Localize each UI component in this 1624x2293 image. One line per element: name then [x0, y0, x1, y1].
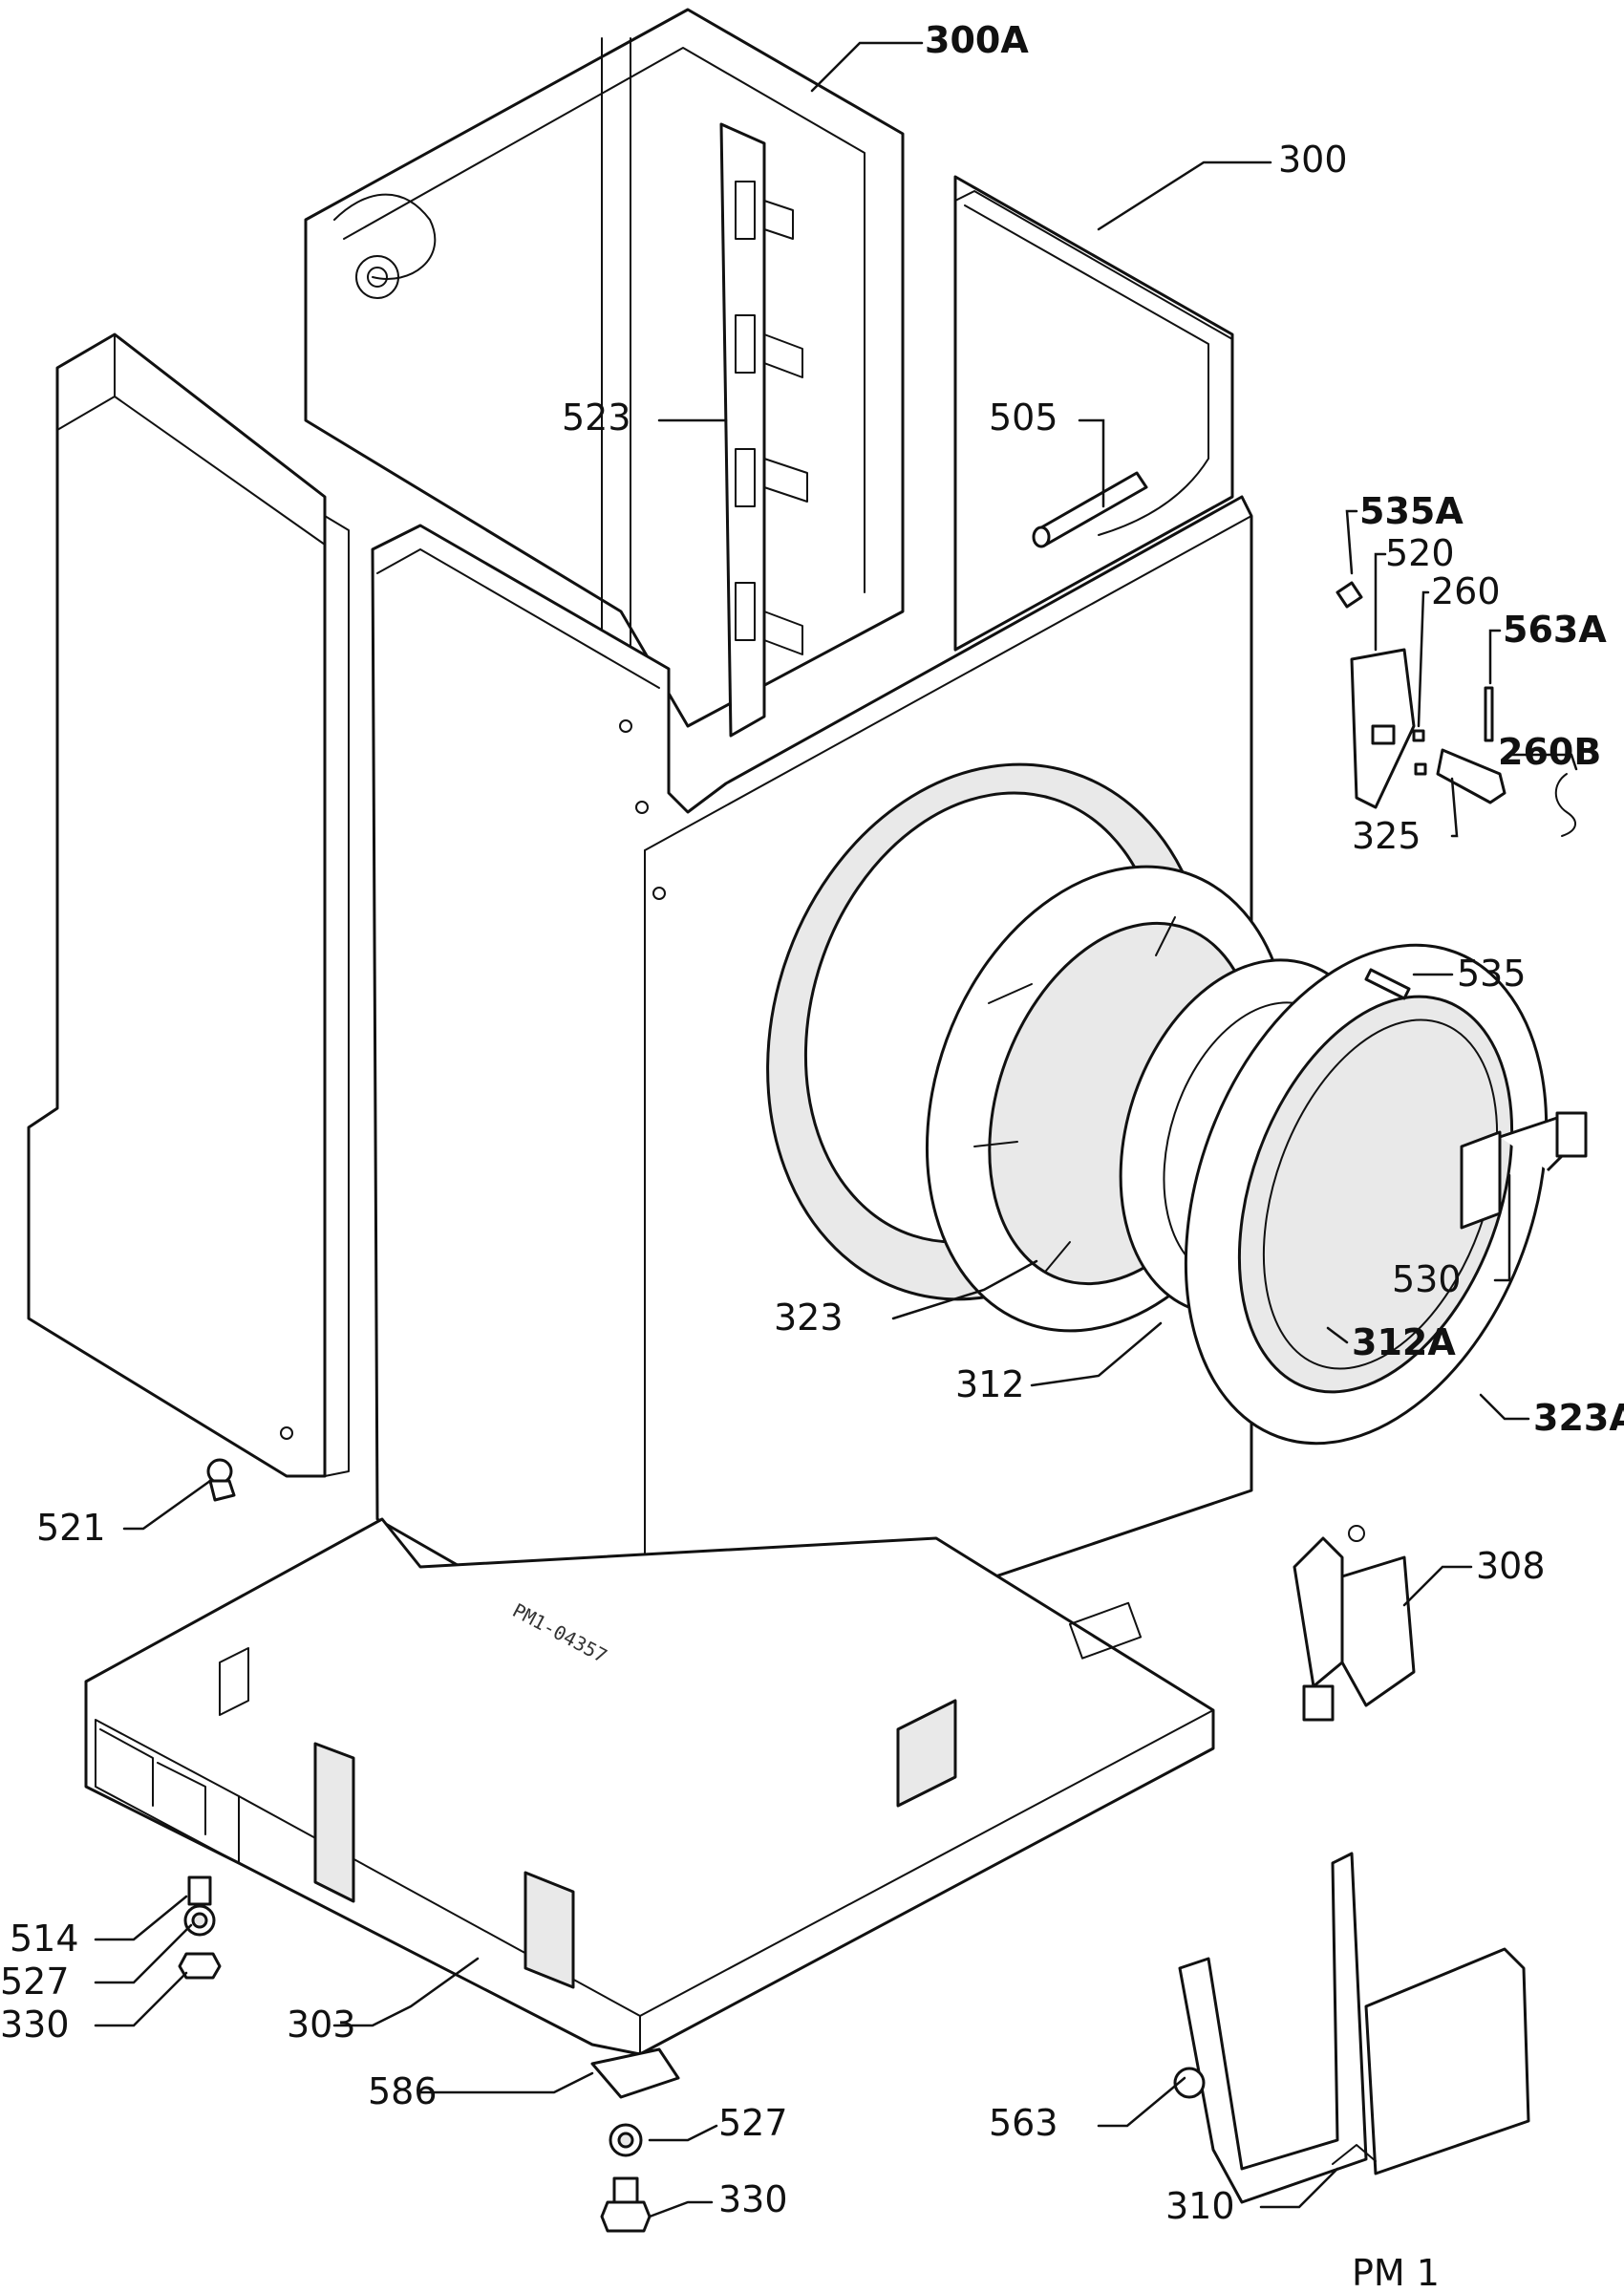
label-323: 323 [774, 1297, 844, 1339]
label-530: 530 [1392, 1258, 1462, 1300]
label-308: 308 [1476, 1545, 1546, 1587]
page-code: PM 1 [1352, 2252, 1440, 2293]
label-300a: 300A [925, 19, 1029, 61]
label-312: 312 [955, 1363, 1025, 1405]
door-handle-530 [1460, 1111, 1588, 1230]
label-300: 300 [1278, 139, 1348, 181]
label-260: 260 [1431, 570, 1501, 612]
label-514: 514 [10, 1918, 79, 1960]
label-521: 521 [36, 1507, 106, 1549]
front-left-foot [178, 1875, 222, 1980]
label-523: 523 [562, 396, 631, 439]
part-labels: 300A 300 523 505 535A 520 260 563A 260B … [0, 19, 1624, 2293]
label-586: 586 [368, 2070, 438, 2112]
label-310: 310 [1165, 2185, 1235, 2227]
leader-lines [94, 41, 1578, 2218]
left-side-panel [27, 332, 350, 1478]
hinge-308 [1293, 1525, 1416, 1722]
vertical-rail-523 [719, 122, 808, 738]
right-panel-300 [953, 175, 1234, 652]
front-right-foot [590, 2047, 680, 2233]
label-325: 325 [1352, 815, 1421, 857]
label-520: 520 [1385, 532, 1455, 574]
pin-535 [1364, 968, 1411, 1000]
lock-assembly [1336, 581, 1576, 837]
label-312a: 312A [1352, 1321, 1456, 1363]
screw-521 [206, 1458, 236, 1502]
plinth-bracket-563 [1173, 1852, 1368, 2204]
label-330-right: 330 [718, 2178, 788, 2220]
base-frame-303 [84, 1517, 1215, 2056]
label-260b: 260B [1498, 731, 1601, 773]
label-563a: 563A [1503, 609, 1607, 651]
label-527-left: 527 [0, 1961, 70, 2003]
plinth-cover-310 [1332, 1947, 1530, 2175]
label-303: 303 [287, 2004, 356, 2046]
label-535a: 535A [1359, 490, 1464, 532]
label-330-left: 330 [0, 2004, 70, 2046]
label-527-right: 527 [718, 2102, 788, 2144]
label-563: 563 [989, 2102, 1058, 2144]
door-outer-frame-323a [1184, 943, 1549, 1446]
label-535: 535 [1457, 953, 1527, 995]
label-505: 505 [989, 396, 1058, 439]
label-323a: 323A [1533, 1397, 1624, 1439]
